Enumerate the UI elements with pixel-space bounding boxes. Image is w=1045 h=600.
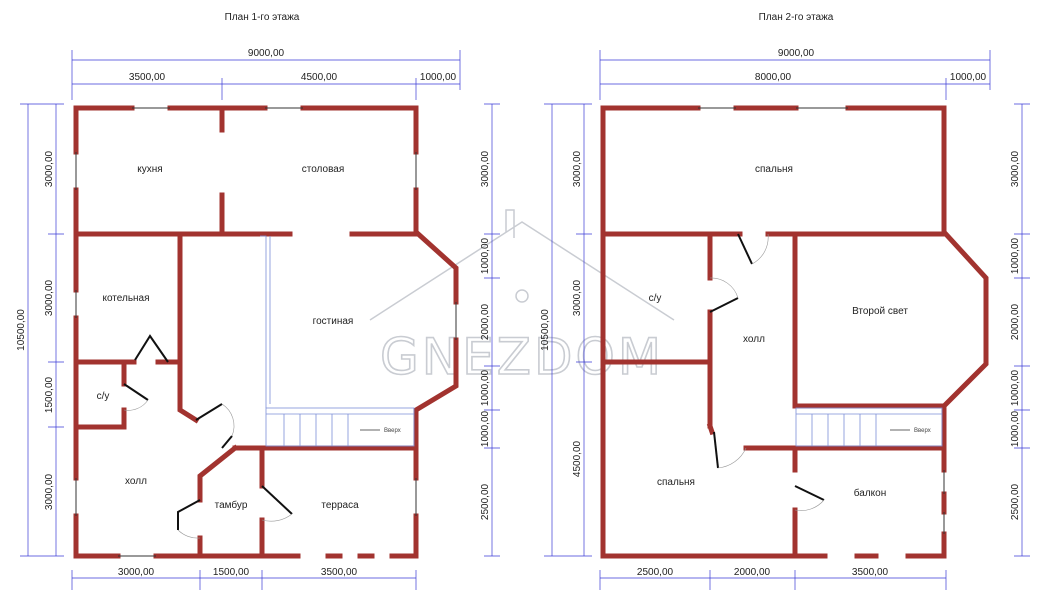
room-terrace: терраса: [321, 500, 359, 511]
plan1-doors: [123, 334, 293, 530]
plan1-dim-right-seg5: 1000,00: [480, 410, 491, 447]
plan2-stairs: [795, 407, 943, 447]
plan1-dim-left-seg3: 1500,00: [44, 376, 55, 413]
room-hall: холл: [125, 476, 147, 487]
plan2-dim-bottom-seg2: 2000,00: [734, 567, 771, 578]
plan-first-floor: План 1-го этажа: [16, 12, 500, 590]
plan2-doors: [709, 233, 825, 501]
plan1-dim-right-seg6: 2500,00: [480, 483, 491, 520]
plan1-dim-right-seg3: 2000,00: [480, 303, 491, 340]
plan2-dim-right-seg3: 2000,00: [1010, 303, 1021, 340]
plan2-dim-top-seg2: 1000,00: [950, 72, 987, 83]
plan1-dim-bottom-seg1: 3000,00: [118, 567, 155, 578]
plan1-dim-top-seg2: 4500,00: [301, 72, 338, 83]
room-bedroom-bottom: спальня: [657, 477, 695, 488]
plan2-dim-left-seg2: 3000,00: [572, 279, 583, 316]
plan1-dim-right-seg4: 1000,00: [480, 369, 491, 406]
plan1-dim-top-total: 9000,00: [248, 48, 285, 59]
room-wc-2: с/у: [649, 293, 662, 304]
plan1-dim-left-seg2: 3000,00: [44, 279, 55, 316]
plan1-dim-bottom-seg3: 3500,00: [321, 567, 358, 578]
plan2-dim-right-seg2: 1000,00: [1010, 237, 1021, 274]
plan2-dim-left-seg1: 3000,00: [572, 150, 583, 187]
plan2-dim-right-seg5: 1000,00: [1010, 410, 1021, 447]
plan2-dim-bottom-seg1: 2500,00: [637, 567, 674, 578]
room-hall-2: холл: [743, 334, 765, 345]
plan2-dimension-lines: [544, 50, 1030, 590]
plan1-windows: [75, 107, 457, 557]
watermark-text: GNEZDOM: [380, 328, 664, 386]
plan2-title: План 2-го этажа: [759, 12, 834, 23]
plan1-dim-left-seg4: 3000,00: [44, 473, 55, 510]
plan2-dim-top-total: 9000,00: [778, 48, 815, 59]
plan2-dim-top-seg1: 8000,00: [755, 72, 792, 83]
plan1-dim-left-seg1: 3000,00: [44, 150, 55, 187]
room-wc: с/у: [97, 391, 110, 402]
plan1-dim-right-seg2: 1000,00: [480, 237, 491, 274]
plan-second-floor: План 2-го этажа: [540, 12, 1030, 590]
watermark: GNEZDOM: [369, 209, 675, 387]
plan2-dim-right-seg4: 1000,00: [1010, 369, 1021, 406]
plan1-door-swings: [123, 399, 293, 539]
room-bedroom-top: спальня: [755, 164, 793, 175]
plan1-walls: [73, 105, 459, 559]
plan1-dim-right-seg1: 3000,00: [480, 150, 491, 187]
plan2-dim-left-total: 10500,00: [540, 309, 551, 351]
plan1-dim-bottom-seg2: 1500,00: [213, 567, 250, 578]
plan1-title: План 1-го этажа: [225, 12, 300, 23]
plan2-door-swings: [709, 233, 825, 511]
plan1-stairs: [260, 235, 415, 447]
plan2-stairs-label: Вверх: [914, 428, 931, 434]
plan1-stairs-label: Вверх: [384, 428, 401, 434]
plan1-dimension-lines: [20, 50, 500, 590]
plan2-windows: [698, 107, 945, 534]
plan2-dim-right-seg6: 2500,00: [1010, 483, 1021, 520]
plan2-dim-right-seg1: 3000,00: [1010, 150, 1021, 187]
room-kitchen: кухня: [137, 164, 162, 175]
plan2-dim-left-seg3: 4500,00: [572, 440, 583, 477]
plan1-dim-top-seg1: 3500,00: [129, 72, 166, 83]
room-balcony: балкон: [854, 487, 886, 499]
room-vestibule: тамбур: [215, 499, 248, 511]
plan2-walls: [600, 105, 989, 559]
plan1-dim-top-seg3: 1000,00: [420, 72, 457, 83]
plan2-dim-bottom-seg3: 3500,00: [852, 567, 889, 578]
watermark-house-icon: [369, 209, 675, 321]
plan1-dim-left-total: 10500,00: [16, 309, 27, 351]
room-second-light: Второй свет: [852, 306, 908, 317]
room-living: гостиная: [313, 316, 354, 327]
room-boiler: котельная: [102, 293, 149, 304]
room-dining: столовая: [302, 164, 345, 175]
